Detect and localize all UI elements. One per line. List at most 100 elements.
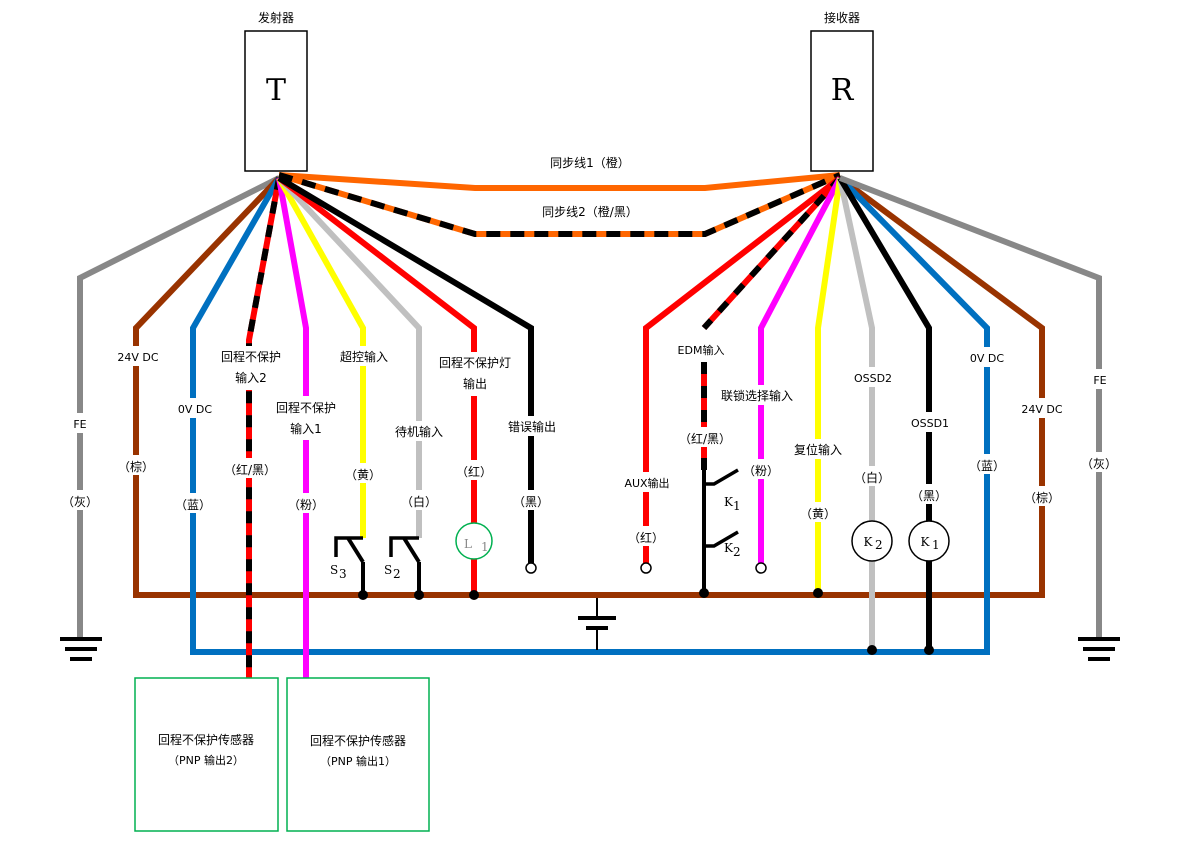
- tx-error-color: （黑）: [513, 495, 549, 509]
- receiver-title: 接收器: [824, 10, 860, 25]
- muting-sensor-2-subtitle: （PNP 输出2）: [168, 753, 244, 767]
- rx-edm-color: （红/黑）: [679, 431, 731, 446]
- l1-lamp-circle: [455, 522, 493, 560]
- tx-fe-wire: [77, 175, 281, 637]
- transmitter-symbol: T: [266, 73, 286, 108]
- rx-ossd1-color: （黑）: [911, 489, 947, 503]
- s2-switch-blade: [402, 536, 421, 564]
- blue-0v-loop: [190, 175, 990, 655]
- k1-letter: K: [724, 495, 734, 509]
- tx-muting1-color: （粉）: [288, 498, 324, 512]
- tx-0v-label: 0V DC: [178, 403, 212, 416]
- tx-lamp-wire: [277, 175, 477, 595]
- rx-reset-color: （黄）: [800, 507, 836, 521]
- tx-muting2-stripe: [246, 177, 282, 678]
- edm-junction: [699, 588, 709, 598]
- tx-muting1-label-1: 回程不保护: [276, 400, 336, 415]
- rx-0v-color: （蓝）: [969, 459, 1005, 473]
- reset-junction: [813, 588, 823, 598]
- tx-fe-color: （灰）: [62, 495, 98, 509]
- tx-24v-color: （棕）: [118, 459, 154, 474]
- rx-ossd2-color: （白）: [854, 470, 890, 485]
- transmitter-title: 发射器: [258, 10, 294, 25]
- transmitter-box: [244, 30, 308, 172]
- rx-edm-label: EDM输入: [678, 343, 725, 357]
- muting-sensor-1-box: [286, 677, 430, 832]
- muting-sensor-1-title: 回程不保护传感器: [310, 733, 406, 748]
- battery-plate-short: [586, 626, 608, 630]
- tx-muting2-label-2: 输入2: [235, 370, 267, 385]
- k2-letter: K: [724, 541, 734, 555]
- s2-sub: 2: [393, 567, 401, 581]
- rx-ossd1-label: OSSD1: [911, 417, 949, 430]
- s2-switch-handle: [389, 536, 419, 557]
- tx-24v-label: 24V DC: [117, 351, 158, 364]
- muting-sensor-2-box: [134, 677, 279, 832]
- muting-sensor-2-title: 回程不保护传感器: [158, 732, 254, 747]
- k2-sub: 2: [733, 545, 741, 559]
- coil-k1-sub: 1: [932, 538, 940, 552]
- tx-standby-wire: [276, 175, 422, 538]
- k2-contact-blade: [704, 530, 739, 548]
- rx-aux-label: AUX输出: [624, 476, 669, 490]
- k1-contact-blade: [704, 468, 739, 486]
- tx-error-terminal: [525, 562, 537, 574]
- sync-line-2-label: 同步线2（橙/黑）: [542, 204, 638, 219]
- sync-line-2-stripe: [278, 172, 842, 237]
- tx-override-color: （黄）: [345, 468, 381, 482]
- coil-k1-letter: K: [921, 535, 931, 549]
- rx-interlock-wire: [758, 176, 843, 563]
- ossd2-junction: [867, 645, 877, 655]
- rx-reset-label: 复位输入: [794, 442, 842, 457]
- rx-ossd2-label: OSSD2: [854, 372, 892, 385]
- tx-fe-label: FE: [73, 418, 86, 431]
- s3-switch-handle: [334, 536, 363, 557]
- tx-ground-bar-2: [65, 647, 97, 651]
- tx-ground-bar-1: [60, 637, 102, 641]
- tx-ground-bar-3: [70, 657, 92, 661]
- tx-muting2-label-1: 回程不保护: [221, 349, 281, 364]
- s3-switch-blade: [346, 536, 365, 564]
- rx-24v-label: 24V DC: [1021, 403, 1062, 416]
- s2-letter: S: [384, 563, 392, 577]
- k1-coil: [908, 520, 950, 562]
- s3-letter: S: [330, 563, 338, 577]
- receiver-symbol: R: [831, 73, 855, 108]
- rx-edm-stripe-top: [701, 175, 843, 331]
- rx-0v-label: 0V DC: [970, 352, 1004, 365]
- battery-plate-long: [578, 616, 616, 620]
- rx-ground-bar-1: [1078, 637, 1120, 641]
- coil-k2-sub: 2: [875, 538, 883, 552]
- muting-sensor-1-subtitle: （PNP 输出1）: [320, 754, 396, 768]
- tx-0v-color: （蓝）: [175, 498, 211, 512]
- rx-ground-bar-3: [1088, 657, 1110, 661]
- sync-line-1-label: 同步线1（橙）: [550, 155, 630, 170]
- receiver-box: [810, 30, 874, 172]
- k2-coil: [851, 520, 893, 562]
- rx-fe-label: FE: [1093, 374, 1106, 387]
- rx-fe-wire: [838, 175, 1102, 637]
- tx-override-label: 超控输入: [340, 349, 388, 364]
- tx-error-wire: [277, 175, 534, 563]
- s3-sub: 3: [339, 567, 347, 581]
- tx-lamp-label-1: 回程不保护灯: [439, 355, 511, 370]
- rx-ground-bar-2: [1083, 647, 1115, 651]
- l1-sub: 1: [481, 540, 489, 554]
- ossd1-junction: [924, 645, 934, 655]
- tx-standby-color: （白）: [401, 494, 437, 509]
- tx-error-label: 错误输出: [508, 419, 556, 434]
- rx-ossd2-wire: [837, 177, 875, 650]
- brown-24v-loop: [133, 175, 1045, 598]
- tx-standby-label: 待机输入: [395, 424, 443, 439]
- k1-sub: 1: [733, 499, 741, 513]
- l1-letter: L: [464, 537, 472, 551]
- rx-interlock-label: 联锁选择输入: [721, 388, 793, 403]
- s3-junction: [358, 590, 368, 600]
- rx-24v-color: （棕）: [1024, 490, 1060, 505]
- tx-lamp-color: （红）: [456, 464, 492, 479]
- rx-aux-color: （红）: [628, 530, 664, 545]
- sync-line-1: [278, 172, 841, 191]
- rx-fe-color: （灰）: [1081, 457, 1117, 471]
- tx-muting2-color: （红/黑）: [224, 462, 276, 477]
